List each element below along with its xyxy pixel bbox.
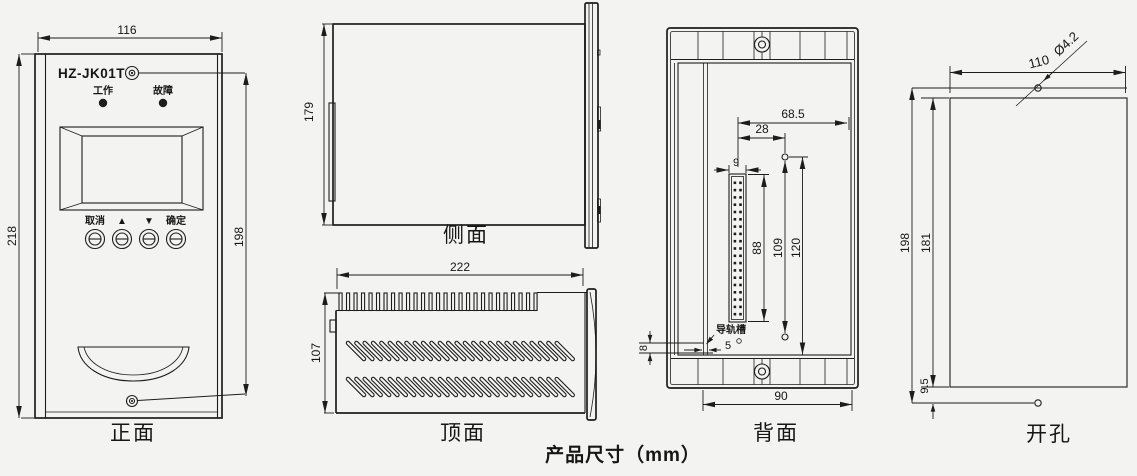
cutout-hole-offset-dim: 9.5	[919, 378, 931, 393]
vent-slots	[345, 340, 575, 398]
top-view: 222 107 顶面	[309, 260, 597, 445]
front-top-screw-icon	[124, 65, 140, 81]
back-view: 68.5 28 9 88 109 120 导轨槽 5 8 90 背面	[638, 27, 859, 445]
back-top-mounting-band	[697, 31, 848, 60]
back-hole-top	[781, 153, 789, 161]
side-rail-clip	[328, 102, 336, 202]
cutout-hole-span-dim: 198	[898, 233, 912, 253]
run-led-label: 工作	[93, 84, 113, 97]
cutout-rect	[949, 97, 1128, 388]
front-view: HZ-JK01T 工作 故障 取消 ▲ ▼ 确定	[5, 23, 249, 445]
front-outline	[34, 53, 223, 419]
connector-pins	[733, 181, 742, 316]
cutout-hole-dia-dim: Ø4.2	[1051, 29, 1082, 59]
rail-slot-label: 导轨槽	[716, 323, 746, 336]
rail-height-dim: 8	[638, 345, 650, 351]
back-hole-span-dim: 68.5	[781, 107, 805, 121]
back-hole-offset-dim: 28	[755, 122, 769, 136]
hole-pitch-dim: 109	[771, 238, 785, 258]
front-screw-span-dim: 198	[232, 227, 246, 247]
fault-led-icon	[158, 98, 168, 108]
vent-comb	[338, 292, 538, 312]
top-front-flange	[586, 288, 597, 421]
down-arrow-icon: ▼	[144, 216, 154, 227]
drawing-footer-caption: 产品尺寸（mm）	[545, 443, 701, 466]
back-top-screw-icon	[753, 31, 771, 60]
back-view-caption: 背面	[753, 422, 799, 445]
up-button[interactable]	[111, 228, 133, 250]
panel-height-dim: 120	[789, 238, 803, 258]
up-arrow-icon: ▲	[117, 216, 127, 227]
back-bottom-mounting-band	[697, 358, 848, 385]
cutout-hole-bottom	[1034, 399, 1042, 407]
front-view-caption: 正面	[110, 422, 156, 445]
side-view-caption: 侧面	[443, 224, 489, 247]
front-handle-recess	[77, 346, 190, 382]
cancel-button[interactable]	[84, 228, 106, 250]
run-led-icon	[98, 98, 108, 108]
model-label: HZ-JK01T	[58, 66, 125, 81]
cutout-hole-top	[1034, 84, 1042, 92]
cutout-width-dim: 110	[1027, 52, 1051, 72]
back-hole-bottom	[781, 333, 789, 341]
cutout-view-caption: 开孔	[1026, 423, 1072, 446]
display-screen	[59, 126, 204, 211]
front-bottom-screw-icon	[125, 394, 139, 408]
bottom-span-dim: 90	[774, 389, 788, 403]
cutout-view: 110 Ø4.2 198 181 9.5 开孔	[898, 29, 1128, 446]
side-depth-dim: 179	[302, 102, 316, 122]
top-depth-dim: 107	[309, 343, 323, 363]
terminal-connector	[728, 173, 747, 323]
cutout-rect-height-dim: 181	[919, 233, 933, 253]
down-button[interactable]	[138, 228, 160, 250]
front-height-dim: 218	[5, 226, 19, 246]
top-width-dim: 222	[450, 260, 470, 274]
connector-height-dim: 88	[750, 241, 764, 255]
back-bottom-screw-icon	[753, 358, 771, 385]
connector-width-dim: 9	[733, 157, 739, 169]
top-view-caption: 顶面	[440, 422, 486, 445]
ok-button[interactable]	[165, 228, 187, 250]
rail-width-dim: 5	[725, 340, 731, 352]
fault-led-label: 故障	[153, 84, 173, 97]
ok-button-label: 确定	[166, 214, 186, 227]
back-inner-panel	[677, 62, 852, 356]
side-view: 179 侧面	[302, 2, 601, 249]
front-width-dim: 116	[117, 23, 136, 37]
cancel-button-label: 取消	[85, 214, 105, 227]
side-front-flange	[584, 2, 601, 249]
